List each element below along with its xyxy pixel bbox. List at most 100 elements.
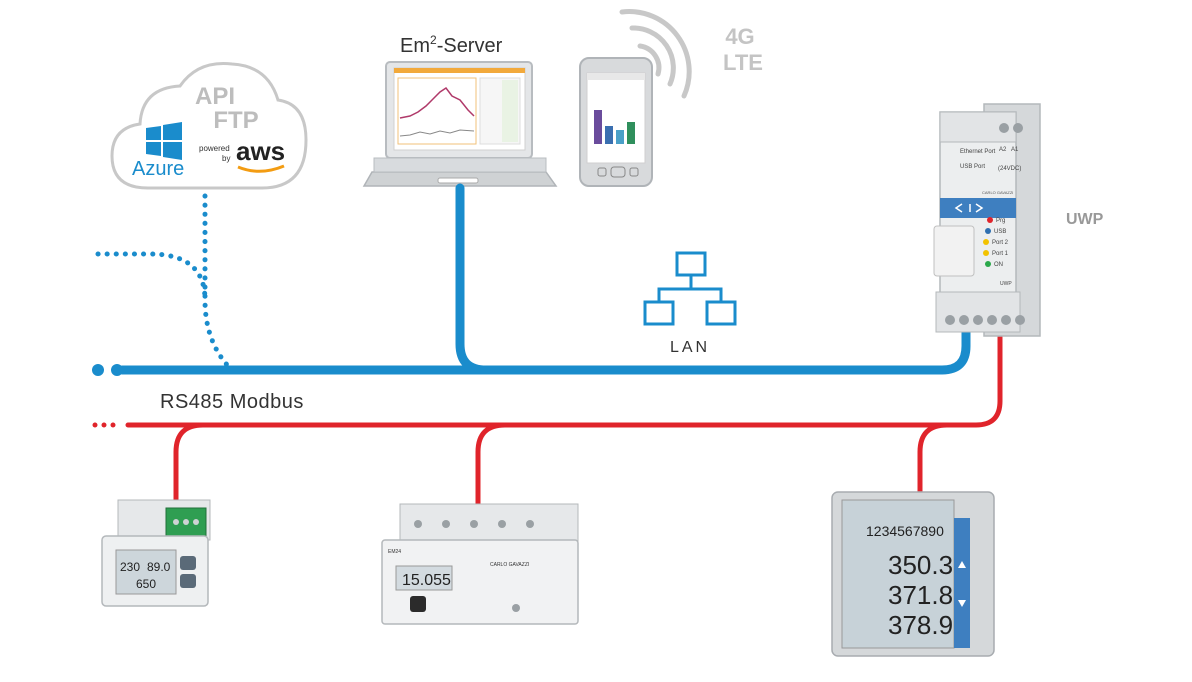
meter-center-screw-1 — [414, 520, 422, 528]
uwp-screw-a1 — [1013, 123, 1023, 133]
meter-center-screw-2 — [442, 520, 450, 528]
uwp-screw-4 — [987, 315, 997, 325]
windows-logo-icon — [146, 122, 182, 160]
uwp-led-on — [985, 261, 991, 267]
meter-left-screw-3 — [193, 519, 199, 525]
analyzer-reading-1: 350.3 — [888, 550, 953, 580]
rs485-drop-right — [917, 422, 950, 495]
meter-left-reading-2: 89.0 — [147, 560, 171, 574]
analyzer-top-reading: 1234567890 — [866, 523, 944, 539]
aws-smile-icon — [237, 164, 285, 173]
cloud-group: API FTP Azure powered by aws — [110, 61, 308, 190]
meter-center-brand: CARLO GAVAZZI — [490, 562, 529, 568]
aws-label: aws — [236, 136, 285, 166]
uwp-screw-1 — [945, 315, 955, 325]
cloud-service-api: API — [195, 83, 235, 110]
rs485-dot-3 — [110, 422, 116, 428]
uwp-arrows-icon — [954, 203, 984, 213]
meter-center-model: EM24 — [388, 549, 401, 555]
meter-left-reading-1: 230 — [120, 560, 140, 574]
meter-left-reading-3: 650 — [136, 577, 156, 591]
analyzer-reading-3: 378.9 — [888, 610, 953, 640]
uwp-gateway-device: Ethernet Port USB Port A2 A1 (24VDC) CAR… — [933, 103, 1041, 337]
phone-bar-4 — [627, 122, 635, 144]
uwp-screw-3 — [973, 315, 983, 325]
uwp-ethernet-port-label: Ethernet Port — [960, 149, 996, 155]
analyzer-lcd — [841, 499, 955, 649]
cloud-icon — [110, 61, 308, 190]
powered-by-label: powered — [199, 144, 230, 153]
meter-left-screw-1 — [173, 519, 179, 525]
meter-center-port — [410, 596, 426, 612]
ethernet-server-drop — [455, 183, 491, 375]
rs485-bus-label: RS485 Modbus — [160, 391, 304, 413]
server-label-prefix: Em — [400, 35, 430, 57]
uwp-bottom-terminals — [935, 291, 1021, 333]
rs485-drop-left — [173, 422, 206, 523]
meter-center-reading: 15.055 — [402, 572, 451, 589]
phone-bar-1 — [594, 110, 602, 144]
uwp-port1-label: Port 1 — [992, 251, 1009, 257]
cloud-service-ftp: FTP — [213, 107, 258, 134]
by-label: by — [222, 154, 230, 163]
laptop-chart-area — [397, 77, 477, 145]
uwp-brand-label: CARLO GAVAZZI — [982, 190, 1013, 195]
laptop-screen-titlebar — [394, 68, 525, 73]
network-4g-label: 4G — [725, 24, 754, 49]
phone-bar-2 — [605, 126, 613, 144]
uwp-blue-band — [940, 198, 1016, 218]
rs485-dot-2 — [101, 422, 107, 428]
azure-label: Azure — [132, 158, 184, 180]
analyzer-up-icon — [958, 561, 966, 568]
phone-menu-icon — [629, 167, 639, 177]
meter-left-button-1 — [180, 556, 196, 570]
meter-left-button-2 — [180, 574, 196, 588]
uwp-24vdc-label: (24VDC) — [998, 166, 1021, 172]
smartphone-device — [579, 57, 653, 187]
uwp-port2-label: Port 2 — [992, 240, 1009, 246]
uwp-on-label: ON — [994, 262, 1003, 268]
laptop-side-list — [502, 80, 518, 142]
phone-status-bar — [587, 73, 645, 80]
wireless-signal-icon — [619, 9, 692, 99]
meter-center-screw-bottom — [512, 604, 520, 612]
ethernet-cables — [117, 183, 971, 375]
uwp-led-usb — [985, 228, 991, 234]
laptop-touchpad — [437, 177, 479, 184]
laptop-device: Em2-Server — [362, 33, 558, 187]
laptop-hinge — [373, 157, 547, 173]
uwp-screw-5 — [1001, 315, 1011, 325]
phone-back-icon — [597, 167, 607, 177]
em2-server-label: Em2-Server — [400, 33, 503, 57]
lan-network-icon — [643, 251, 737, 326]
server-label-suffix: -Server — [437, 35, 503, 57]
phone-bar-3 — [616, 130, 624, 144]
network-lte-label: LTE — [723, 50, 763, 75]
uwp-a1-label: A1 — [1011, 147, 1019, 153]
ethernet-backbone — [117, 323, 971, 375]
meter-center-front — [381, 539, 579, 625]
uwp-model-label: UWP — [1000, 281, 1012, 287]
phone-home-icon — [610, 166, 626, 178]
rs485-cables — [125, 327, 1003, 523]
laptop-chart-line-2 — [399, 129, 475, 137]
meter-center-top — [399, 503, 579, 543]
rs485-dot-1 — [92, 422, 98, 428]
server-label-sup: 2 — [430, 33, 437, 47]
analyzer-down-icon — [958, 600, 966, 607]
meter-center-screw-5 — [526, 520, 534, 528]
uwp-led-prg — [987, 217, 993, 223]
uwp-screw-a2 — [999, 123, 1009, 133]
rs485-backbone — [125, 327, 1003, 428]
meter-left-screw-2 — [183, 519, 189, 525]
meter-center-screw-3 — [470, 520, 478, 528]
energy-meter-center: EM24 CARLO GAVAZZI 15.055 — [381, 503, 579, 625]
energy-meter-left: 230 89.0 650 — [101, 499, 211, 607]
uwp-card-slot — [933, 225, 975, 277]
uwp-prg-label: Prg — [996, 218, 1005, 224]
uwp-usb-label: USB — [994, 229, 1006, 235]
uwp-screw-2 — [959, 315, 969, 325]
meter-center-lcd — [395, 565, 453, 591]
rs485-drop-center — [475, 422, 508, 508]
